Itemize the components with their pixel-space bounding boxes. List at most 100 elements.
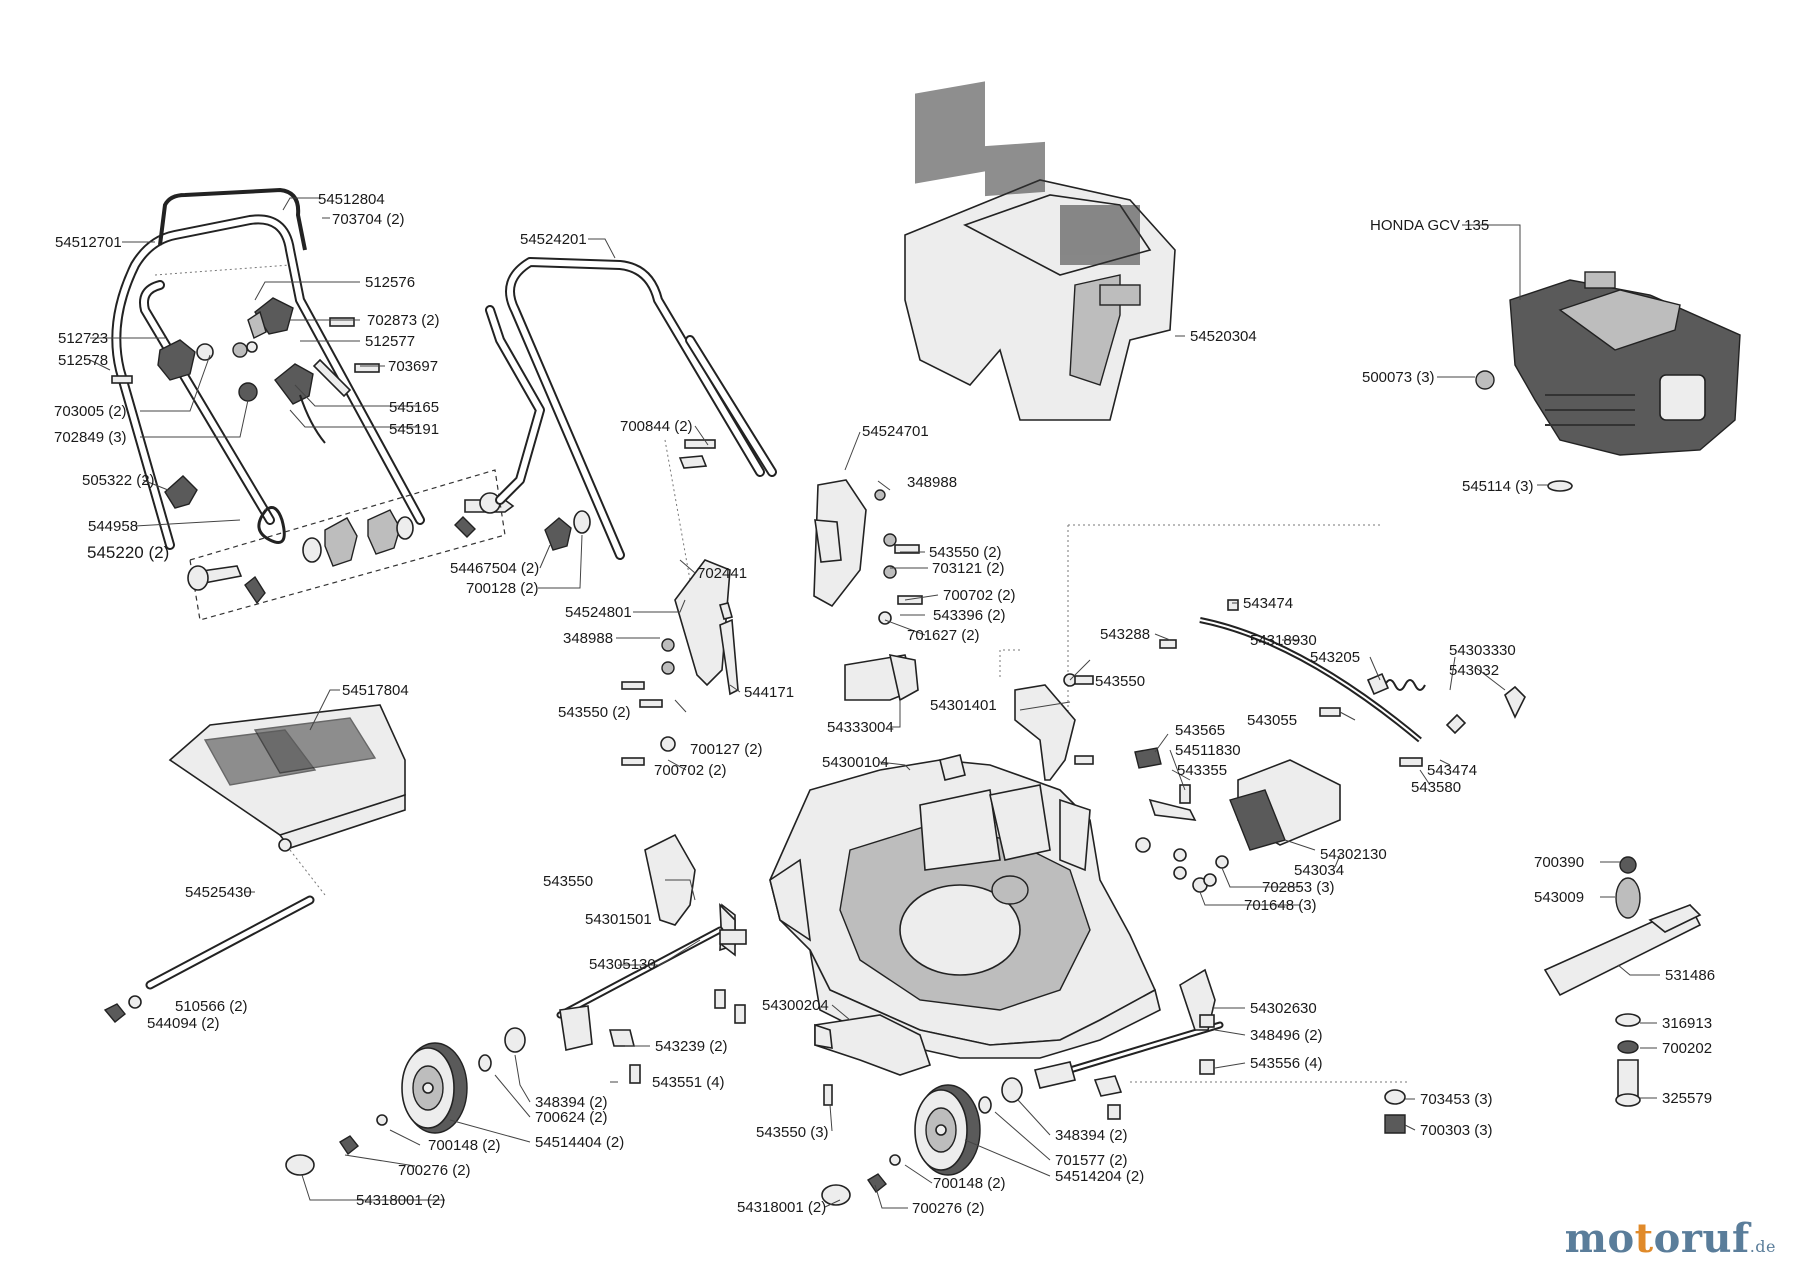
part-labels: 54512804 703704 (2) 54512701 512576 7028…	[54, 191, 1715, 1217]
front-baffle	[814, 1014, 932, 1106]
label-543396: 543396 (2)	[933, 607, 1006, 624]
label-543474b: 543474	[1427, 762, 1477, 779]
label-54318001b: 54318001 (2)	[737, 1199, 826, 1216]
label-316913: 316913	[1662, 1015, 1712, 1032]
label-700303: 700303 (3)	[1420, 1122, 1493, 1139]
label-325579: 325579	[1662, 1090, 1712, 1107]
label-543034: 543034	[1294, 862, 1344, 879]
label-505322: 505322 (2)	[82, 472, 155, 489]
leader-lines	[89, 197, 1660, 1209]
label-543550b: 543550 (2)	[929, 544, 1002, 561]
label-543551: 543551 (4)	[652, 1074, 725, 1091]
label-348394b: 348394 (2)	[1055, 1127, 1128, 1144]
label-700702b: 700702 (2)	[943, 587, 1016, 604]
label-348988a: 348988	[563, 630, 613, 647]
label-54305130: 54305130	[589, 956, 656, 973]
label-512577: 512577	[365, 333, 415, 350]
label-512578: 512578	[58, 352, 108, 369]
label-348496: 348496 (2)	[1250, 1027, 1323, 1044]
label-703005: 703005 (2)	[54, 403, 127, 420]
wheel-rear-left	[285, 1027, 526, 1176]
label-545165: 545165	[389, 399, 439, 416]
label-54511830: 54511830	[1175, 742, 1241, 759]
label-703697: 703697	[388, 358, 438, 375]
rear-flap	[168, 704, 406, 896]
grass-catcher	[904, 81, 1176, 421]
label-54301501: 54301501	[585, 911, 652, 928]
label-54525430: 54525430	[185, 884, 252, 901]
logo-part-3: oruf	[1653, 1215, 1750, 1262]
label-54512804: 54512804	[318, 191, 385, 208]
label-703121: 703121 (2)	[932, 560, 1005, 577]
label-543556: 543556 (4)	[1250, 1055, 1323, 1072]
label-544958: 544958	[88, 518, 138, 535]
label-545220: 545220 (2)	[87, 543, 169, 562]
label-54303330: 54303330	[1449, 642, 1516, 659]
label-700276b: 700276 (2)	[912, 1200, 985, 1217]
label-543550d: 543550	[543, 873, 593, 890]
label-512723: 512723	[58, 330, 108, 347]
label-54514204: 54514204 (2)	[1055, 1168, 1144, 1185]
label-54467504: 54467504 (2)	[450, 560, 539, 577]
label-531486: 531486	[1665, 967, 1715, 984]
label-54318930: 54318930	[1250, 632, 1317, 649]
label-54302630: 54302630	[1250, 1000, 1317, 1017]
label-54300204: 54300204	[762, 997, 829, 1014]
label-702849: 702849 (3)	[54, 429, 127, 446]
label-54333004: 54333004	[827, 719, 894, 736]
label-702441: 702441	[697, 565, 747, 582]
logo-part-1: mo	[1564, 1215, 1635, 1262]
label-543205: 543205	[1310, 649, 1360, 666]
label-543550a: 543550 (2)	[558, 704, 631, 721]
label-54514404: 54514404 (2)	[535, 1134, 624, 1151]
label-543288: 543288	[1100, 626, 1150, 643]
label-543355: 543355	[1177, 762, 1227, 779]
star-knob	[164, 475, 515, 538]
motoruf-logo: motoruf.de	[1565, 1215, 1776, 1262]
label-543550e: 543550 (3)	[756, 1124, 829, 1141]
upper-handle	[111, 187, 425, 550]
label-543550c: 543550	[1095, 673, 1145, 690]
label-700128: 700128 (2)	[466, 580, 539, 597]
label-543239: 543239 (2)	[655, 1038, 728, 1055]
label-54520304: 54520304	[1190, 328, 1257, 345]
label-54524201: 54524201	[520, 231, 587, 248]
discharge-chute	[1014, 673, 1094, 781]
wheel-rear-right	[821, 1077, 1023, 1206]
label-512576: 512576	[365, 274, 415, 291]
label-543565: 543565	[1175, 722, 1225, 739]
height-adjuster-right	[1034, 968, 1410, 1120]
label-545191: 545191	[389, 421, 439, 438]
label-702873: 702873 (2)	[367, 312, 440, 329]
label-54300104: 54300104	[822, 754, 889, 771]
label-700702a: 700702 (2)	[654, 762, 727, 779]
label-703704: 703704 (2)	[332, 211, 405, 228]
axle-rod	[103, 895, 315, 1023]
label-544171: 544171	[744, 684, 794, 701]
label-700276a: 700276 (2)	[398, 1162, 471, 1179]
label-54301401: 54301401	[930, 697, 997, 714]
label-701648: 701648 (3)	[1244, 897, 1317, 914]
throttle-plate	[1134, 747, 1341, 893]
label-545114: 545114 (3)	[1462, 478, 1533, 495]
lower-handle-fittings	[544, 439, 923, 766]
logo-tld: .de	[1749, 1237, 1776, 1256]
label-54302130: 54302130	[1320, 846, 1387, 863]
clip-group	[187, 469, 506, 621]
label-543580: 543580	[1411, 779, 1461, 796]
cover-plate	[844, 653, 919, 702]
label-701577: 701577 (2)	[1055, 1152, 1128, 1169]
label-700148b: 700148 (2)	[933, 1175, 1006, 1192]
label-701627: 701627 (2)	[907, 627, 980, 644]
label-348988b: 348988	[907, 474, 957, 491]
handle-knob-right	[111, 297, 380, 384]
label-700202: 700202	[1662, 1040, 1712, 1057]
label-700127: 700127 (2)	[690, 741, 763, 758]
label-703453: 703453 (3)	[1420, 1091, 1493, 1108]
label-700390: 700390	[1534, 854, 1584, 871]
label-543055: 543055	[1247, 712, 1297, 729]
engine-honda	[1475, 271, 1741, 492]
label-54318001a: 54318001 (2)	[356, 1192, 445, 1209]
label-543032: 543032	[1449, 662, 1499, 679]
